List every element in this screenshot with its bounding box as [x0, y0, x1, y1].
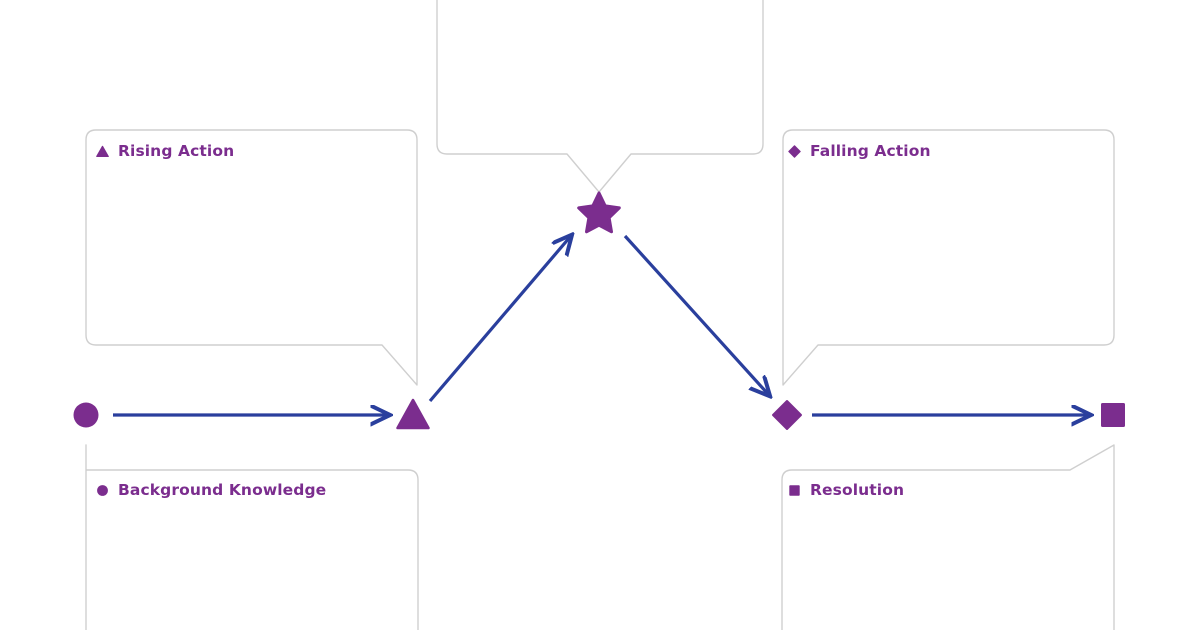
arrow-rising-to-climax — [428, 237, 570, 403]
circle-marker[interactable] — [73, 402, 99, 428]
square-marker[interactable] — [1101, 403, 1125, 427]
arrow-climax-to-falling — [623, 234, 768, 394]
callout-box-falling-action[interactable] — [782, 129, 1115, 386]
star-marker[interactable] — [577, 191, 621, 234]
callout-box-climax[interactable] — [436, 0, 764, 193]
callout-box-background-knowledge[interactable] — [85, 444, 419, 630]
triangle-marker[interactable] — [396, 398, 430, 430]
callout-box-rising-action[interactable] — [85, 129, 418, 386]
callout-box-resolution[interactable] — [781, 444, 1115, 630]
diamond-marker[interactable] — [772, 400, 802, 430]
